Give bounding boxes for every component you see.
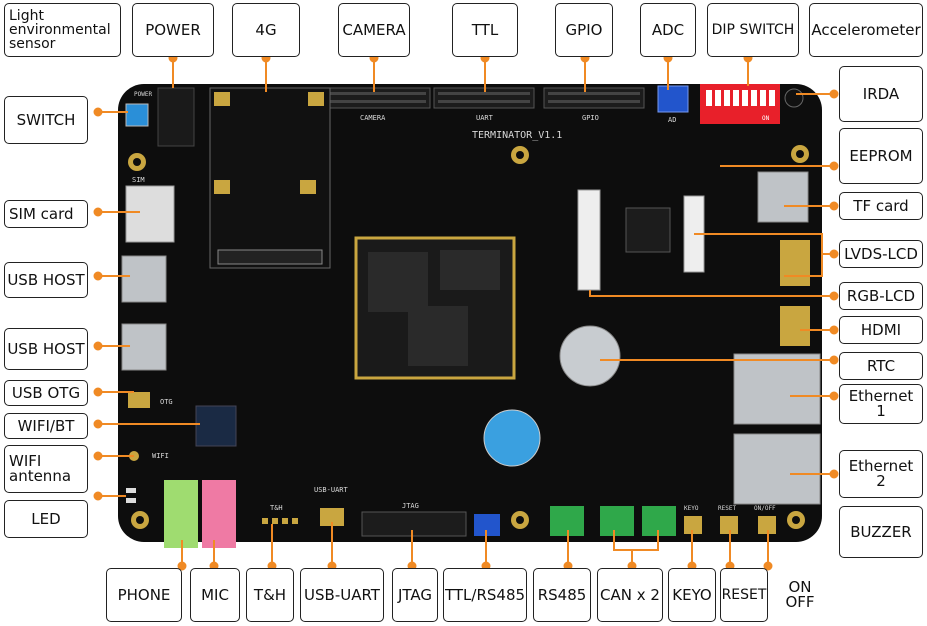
hdmi-port bbox=[780, 240, 810, 286]
jtag-header bbox=[361, 511, 467, 537]
dip-switch-block bbox=[700, 84, 780, 124]
ttl-rs485-jumper bbox=[474, 514, 500, 536]
label-switch: SWITCH bbox=[4, 96, 88, 144]
silk-jtag: JTAG bbox=[402, 502, 419, 510]
ethernet-2-port bbox=[733, 433, 821, 505]
label-th: T&H bbox=[246, 568, 294, 622]
label-irda: IRDA bbox=[839, 66, 923, 122]
usb-host-2 bbox=[121, 323, 167, 371]
label-gpio: GPIO bbox=[555, 3, 613, 57]
label-rs485: RS485 bbox=[533, 568, 591, 622]
usb-otg-port bbox=[128, 392, 150, 408]
silk-onoff: ON/OFF bbox=[754, 505, 776, 512]
label-tf-card: TF card bbox=[839, 192, 923, 220]
label-wifi-bt: WIFI/BT bbox=[4, 413, 88, 439]
silk-usb-uart: USB-UART bbox=[314, 486, 349, 494]
usb-uart-port bbox=[320, 508, 344, 526]
rtc-battery bbox=[559, 325, 621, 387]
label-lvds-lcd: LVDS-LCD bbox=[839, 240, 923, 268]
label-ethernet-1: Ethernet 1 bbox=[839, 384, 923, 424]
label-ttl-rs485: TTL/RS485 bbox=[443, 568, 527, 622]
silk-sim: SIM bbox=[132, 176, 145, 184]
silk-keyo: KEYO bbox=[684, 505, 699, 512]
label-reset: RESET bbox=[720, 568, 768, 622]
label-accelerometer: Accelerometer bbox=[809, 3, 923, 57]
rs485-terminal bbox=[550, 506, 584, 536]
gpio-header bbox=[543, 87, 645, 109]
silk-dip-on: ON bbox=[762, 115, 770, 122]
label-on-off: ON OFF bbox=[774, 568, 826, 622]
camera-header bbox=[321, 87, 431, 109]
silk-uart: UART bbox=[476, 114, 494, 122]
label-light-sensor: Light environmental sensor bbox=[4, 3, 121, 57]
label-wifi-antenna: WIFI antenna bbox=[4, 445, 88, 493]
label-phone: PHONE bbox=[106, 568, 182, 622]
wifi-module bbox=[195, 405, 237, 447]
silk-reset: RESET bbox=[718, 505, 736, 512]
uart-header bbox=[433, 87, 535, 109]
th-header bbox=[262, 518, 298, 524]
label-dip-switch: DIP SWITCH bbox=[707, 3, 799, 57]
label-adc: ADC bbox=[640, 3, 696, 57]
label-buzzer: BUZZER bbox=[839, 506, 923, 558]
silk-wifi: WIFI bbox=[152, 452, 169, 460]
label-can-x2: CAN x 2 bbox=[597, 568, 663, 622]
label-ttl: TTL bbox=[452, 3, 518, 57]
silk-otg: OTG bbox=[160, 398, 173, 406]
mic-jack bbox=[202, 480, 236, 548]
silk-gpio: GPIO bbox=[582, 114, 599, 122]
wifi-antenna-connector bbox=[129, 451, 139, 461]
label-camera: CAMERA bbox=[338, 3, 410, 57]
mini-pcie-slot bbox=[209, 87, 331, 269]
label-power: POWER bbox=[132, 3, 214, 57]
label-rtc: RTC bbox=[839, 352, 923, 380]
lvds-fpc bbox=[683, 195, 705, 273]
label-hdmi: HDMI bbox=[839, 316, 923, 344]
label-keyo: KEYO bbox=[668, 568, 716, 622]
silk-board-name: TERMINATOR_V1.1 bbox=[472, 130, 562, 141]
ethernet-1-port bbox=[733, 353, 821, 425]
label-rgb-lcd: RGB-LCD bbox=[839, 282, 923, 310]
silk-th: T&H bbox=[270, 504, 283, 512]
push-buttons bbox=[684, 516, 776, 534]
power-switch bbox=[125, 103, 149, 127]
usb-host-1 bbox=[121, 255, 167, 303]
can1-terminal bbox=[600, 506, 634, 536]
irda-receiver bbox=[784, 88, 804, 108]
label-usb-uart: USB-UART bbox=[300, 568, 384, 622]
label-jtag: JTAG bbox=[392, 568, 438, 622]
label-usb-host-2: USB HOST bbox=[4, 328, 88, 370]
buzzer-component bbox=[483, 409, 541, 467]
label-4g: 4G bbox=[232, 3, 300, 57]
rgb-lcd-fpc bbox=[577, 189, 601, 291]
label-mic: MIC bbox=[190, 568, 240, 622]
silk-power: POWER bbox=[134, 91, 152, 98]
label-eeprom: EEPROM bbox=[839, 128, 923, 184]
label-ethernet-2: Ethernet 2 bbox=[839, 450, 923, 498]
power-jack bbox=[157, 87, 195, 147]
status-leds bbox=[126, 488, 136, 503]
sim-slot bbox=[125, 185, 175, 243]
silk-camera: CAMERA bbox=[360, 114, 386, 122]
label-usb-host-1: USB HOST bbox=[4, 262, 88, 298]
can2-terminal bbox=[642, 506, 676, 536]
label-sim-card: SIM card bbox=[4, 200, 88, 228]
phone-jack bbox=[164, 480, 198, 548]
label-usb-otg: USB OTG bbox=[4, 380, 88, 406]
tf-card-slot bbox=[757, 171, 809, 223]
adc-potentiometer bbox=[657, 85, 689, 113]
label-led: LED bbox=[4, 500, 88, 538]
silk-ad: AD bbox=[668, 116, 676, 124]
